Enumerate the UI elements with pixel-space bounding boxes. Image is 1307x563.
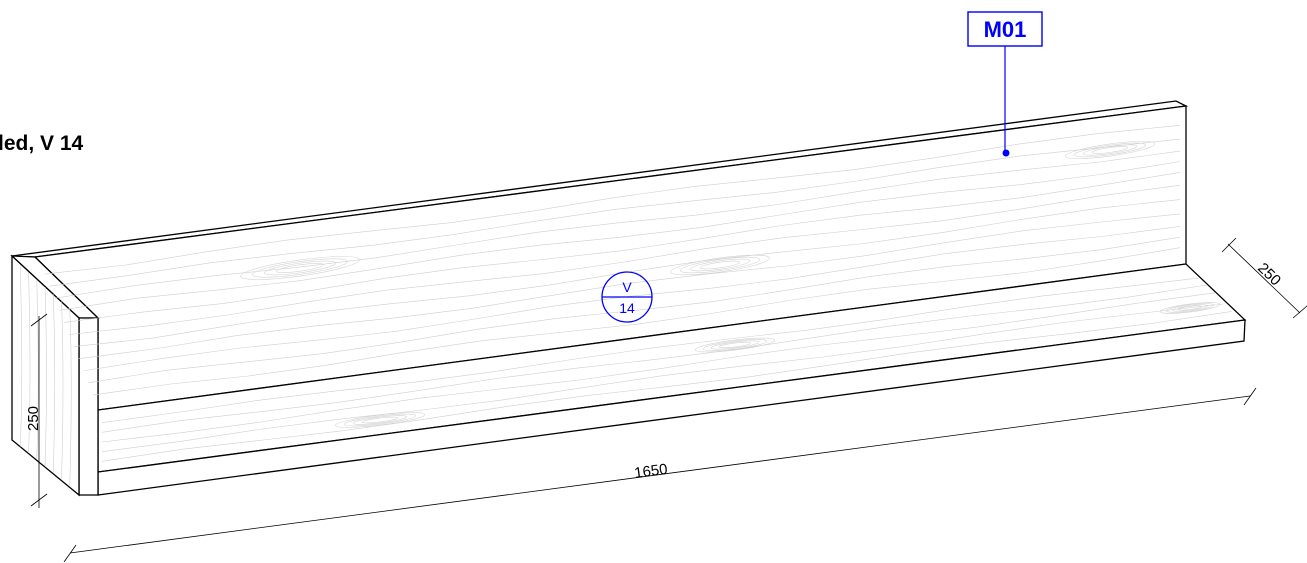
grain-line bbox=[101, 311, 1232, 462]
drawing-title: led, V 14 bbox=[0, 132, 84, 155]
dimension-length: 1650 bbox=[63, 387, 1257, 563]
grain-line bbox=[68, 184, 1181, 335]
grain-line bbox=[88, 236, 1181, 384]
view-symbol-bottom: 14 bbox=[619, 300, 635, 316]
grain-line bbox=[52, 294, 56, 473]
wood-knot bbox=[680, 256, 760, 274]
wood-knot bbox=[694, 337, 776, 353]
wood-knot bbox=[718, 341, 752, 349]
dimension-depth: 250 bbox=[1221, 237, 1307, 319]
view-symbol: V 14 bbox=[601, 271, 653, 323]
grain-line bbox=[69, 308, 72, 486]
wood-knot bbox=[1159, 302, 1221, 314]
wood-knot bbox=[1177, 305, 1203, 311]
grain-line bbox=[101, 284, 1207, 433]
grain-line bbox=[49, 138, 1181, 287]
grain-line bbox=[64, 172, 1181, 323]
grain-line bbox=[101, 277, 1199, 423]
wood-knot bbox=[710, 340, 760, 350]
wood-knot bbox=[702, 339, 768, 351]
grain-line bbox=[36, 279, 39, 460]
wood-knot bbox=[699, 260, 741, 270]
wood-knot bbox=[275, 263, 325, 273]
wood-knot bbox=[335, 412, 425, 428]
dimension-depth-label: 250 bbox=[1254, 260, 1284, 290]
wood-knot bbox=[1165, 303, 1215, 313]
item-tag-box bbox=[967, 11, 1043, 47]
wood-knot bbox=[689, 258, 751, 272]
wood-knot bbox=[1074, 142, 1146, 158]
wood-knot bbox=[252, 258, 348, 278]
item-tag-label: M01 bbox=[984, 17, 1027, 42]
wood-knot bbox=[670, 254, 770, 276]
wood-knot bbox=[1082, 144, 1138, 156]
wood-knot bbox=[361, 416, 399, 424]
grain-line bbox=[28, 272, 31, 454]
wood-knot bbox=[240, 256, 360, 280]
wood-knot bbox=[343, 413, 417, 427]
grain-line bbox=[101, 303, 1224, 452]
wood-knot bbox=[352, 415, 408, 425]
grain-line bbox=[78, 213, 1181, 359]
grain-line bbox=[101, 292, 1216, 443]
grain-line bbox=[93, 247, 1181, 396]
grain-line bbox=[61, 301, 64, 480]
dimension-length-label: 1650 bbox=[633, 461, 668, 482]
grain-line bbox=[44, 286, 47, 467]
item-tag-leader-dot bbox=[1002, 149, 1010, 157]
grain-line bbox=[19, 265, 23, 447]
view-symbol-top: V bbox=[622, 279, 632, 295]
wood-knot bbox=[1171, 304, 1209, 312]
dimension-height: 250 bbox=[25, 313, 48, 508]
wood-knot bbox=[1065, 141, 1155, 159]
grain-line bbox=[59, 161, 1181, 311]
wood-knot bbox=[1091, 146, 1129, 154]
item-tag: M01 bbox=[967, 11, 1043, 157]
dimension-height-label: 250 bbox=[25, 406, 42, 431]
wood-knot bbox=[264, 260, 336, 276]
grain-line bbox=[44, 125, 1181, 275]
grain-line bbox=[54, 150, 1181, 299]
grain-line bbox=[83, 226, 1181, 372]
